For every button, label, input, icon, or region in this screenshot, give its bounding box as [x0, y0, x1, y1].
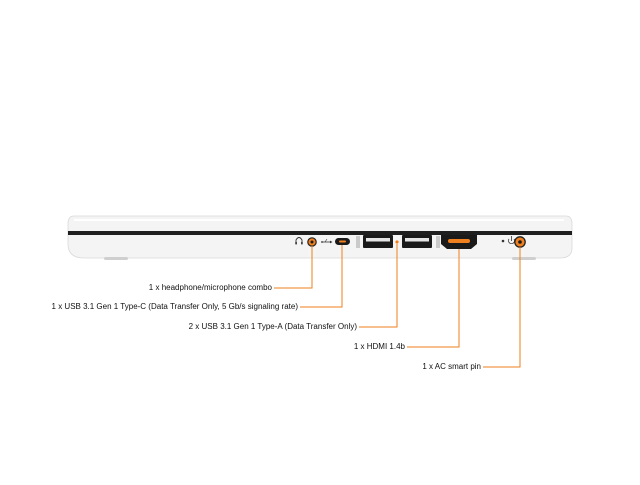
power-icon	[508, 236, 515, 244]
headphone-jack-hole	[310, 240, 314, 244]
headphone-icon	[295, 237, 303, 245]
leader-headphone	[274, 246, 313, 289]
hdmi-icon	[436, 236, 440, 248]
usb-a-icon	[356, 236, 360, 248]
ac-smart-pin-hole	[518, 240, 522, 244]
laptop-foot-right	[512, 257, 536, 260]
callout-usb-c: 1 x USB 3.1 Gen 1 Type-C (Data Transfer …	[51, 302, 298, 311]
leader-ac-pin	[483, 247, 521, 368]
laptop-body	[67, 215, 573, 259]
leader-hdmi	[407, 249, 460, 348]
hdmi-port-core	[448, 239, 470, 243]
callout-usb-a: 2 x USB 3.1 Gen 1 Type-A (Data Transfer …	[188, 322, 357, 331]
laptop-hinge-seam	[68, 231, 572, 235]
leader-usb-a	[359, 244, 398, 328]
laptop-foot-left	[104, 257, 128, 260]
callout-hdmi: 1 x HDMI 1.4b	[353, 342, 405, 351]
usb-a-port-1-tongue	[366, 238, 390, 242]
usb-a-port-2-tongue	[405, 238, 429, 242]
leader-usb-c	[300, 245, 343, 308]
power-led	[501, 239, 505, 243]
laptop-lid-highlight	[74, 219, 564, 221]
usb-c-port-core	[339, 240, 346, 243]
usb-a-marker	[395, 240, 399, 244]
usb-c-icon	[321, 238, 333, 244]
callout-ac-pin: 1 x AC smart pin	[422, 362, 481, 371]
callout-headphone: 1 x headphone/microphone combo	[148, 283, 272, 292]
